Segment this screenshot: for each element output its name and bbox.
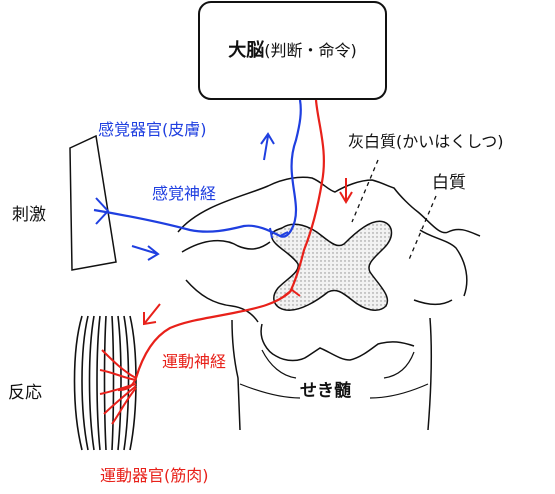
spinal-cord-lower bbox=[231, 317, 433, 431]
response-label: 反応 bbox=[8, 383, 42, 403]
stimulus-label: 刺激 bbox=[12, 205, 46, 225]
sensory-organ-label: 感覚器官(皮膚) bbox=[98, 120, 207, 139]
white-matter-leader bbox=[407, 195, 437, 263]
sensory-arrow-up bbox=[260, 132, 275, 161]
gray-matter-leader bbox=[351, 159, 379, 223]
white-matter-label: 白質 bbox=[432, 173, 466, 193]
motor-organ-label: 運動器官(筋肉) bbox=[100, 466, 209, 485]
spinal-cord-outline bbox=[177, 176, 481, 237]
motor-junction bbox=[283, 288, 301, 297]
sensory-branch bbox=[269, 227, 289, 239]
motor-command-path bbox=[289, 99, 325, 293]
stimulus-arrow bbox=[95, 197, 110, 225]
motor-arrow-down bbox=[339, 178, 353, 204]
motor-arrow-left bbox=[143, 303, 161, 326]
skin-plate bbox=[69, 134, 117, 271]
sensory-nerve-label: 感覚神経 bbox=[152, 184, 217, 203]
spinal-cord-label: せき髄 bbox=[300, 381, 351, 401]
sensory-nerve-path bbox=[93, 99, 302, 238]
gray-matter bbox=[270, 220, 393, 312]
muscle-endings bbox=[99, 349, 137, 425]
gray-matter-label: 灰白質(かいはくしつ) bbox=[348, 132, 504, 151]
brain-label: 大脳(判断・命令) bbox=[199, 0, 386, 97]
spinal-cord-inner bbox=[181, 229, 468, 323]
brain-sub-label: (判断・命令) bbox=[264, 40, 357, 60]
brain-box bbox=[198, 1, 387, 100]
spinal-cord-lower-2 bbox=[239, 349, 429, 399]
brain-main-label: 大脳 bbox=[228, 39, 265, 61]
muscle-bundle bbox=[73, 315, 137, 451]
motor-nerve-path bbox=[117, 291, 291, 392]
sensory-arrow-right bbox=[131, 245, 160, 261]
motor-nerve-label: 運動神経 bbox=[162, 352, 227, 371]
